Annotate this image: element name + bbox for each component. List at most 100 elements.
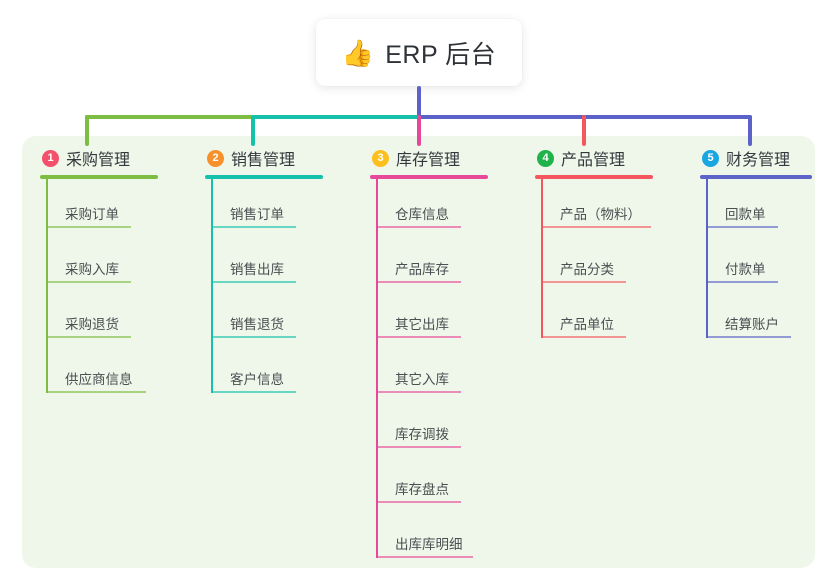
drop-purchase [85, 115, 89, 146]
list-item-rule [211, 281, 296, 283]
list-item[interactable]: 采购退货 [40, 289, 158, 344]
list-item[interactable]: 产品分类 [535, 234, 653, 289]
list-item[interactable]: 产品（物料） [535, 179, 653, 234]
list-item[interactable]: 采购订单 [40, 179, 158, 234]
bus-teal [251, 115, 421, 119]
column-1: 1 采购管理采购订单采购入库采购退货供应商信息 [40, 146, 158, 399]
list-item[interactable]: 回款单 [700, 179, 812, 234]
column-spine-1 [46, 179, 48, 393]
column-rule-1 [40, 175, 158, 179]
column-rule-3 [370, 175, 488, 179]
list-item[interactable]: 付款单 [700, 234, 812, 289]
list-item-label: 库存盘点 [395, 482, 449, 497]
column-4: 4 产品管理产品（物料） 产品分类产品单位 [535, 146, 653, 344]
list-item[interactable]: 销售退货 [205, 289, 323, 344]
list-item-rule [376, 501, 461, 503]
thumbs-up-icon: 👍 [341, 37, 375, 68]
list-item[interactable]: 销售出库 [205, 234, 323, 289]
column-header-1[interactable]: 1 采购管理 [40, 146, 158, 170]
bus-green [85, 115, 253, 119]
list-item[interactable]: 产品库存 [370, 234, 488, 289]
list-item-label: 客户信息 [230, 372, 284, 387]
column-badge-4: 4 [537, 149, 554, 167]
root-node-title: ERP 后台 [385, 40, 497, 69]
list-item-label: 供应商信息 [65, 372, 133, 387]
column-title-3: 库存管理 [396, 152, 461, 169]
column-items-5: 回款单付款单结算账户 [700, 179, 812, 344]
list-item-rule [706, 336, 791, 338]
list-item[interactable]: 其它出库 [370, 289, 488, 344]
list-item-rule [706, 226, 778, 228]
list-item-label: 回款单 [725, 207, 766, 222]
list-item-label: 出库库明细 [395, 537, 463, 552]
list-item-rule [46, 226, 131, 228]
list-item[interactable]: 供应商信息 [40, 344, 158, 399]
list-item-rule [211, 226, 296, 228]
column-title-1: 采购管理 [66, 152, 131, 169]
list-item-rule [376, 556, 473, 558]
list-item-rule [541, 281, 626, 283]
column-badge-1: 1 [42, 149, 59, 167]
column-spine-5 [706, 179, 708, 338]
list-item[interactable]: 库存调拨 [370, 399, 488, 454]
list-item-label: 产品分类 [560, 262, 614, 277]
list-item-rule [46, 336, 131, 338]
list-item-label: 产品（物料） [560, 207, 641, 222]
column-items-4: 产品（物料） 产品分类产品单位 [535, 179, 653, 344]
list-item-label: 仓库信息 [395, 207, 449, 222]
list-item[interactable]: 出库库明细 [370, 509, 488, 564]
column-title-4: 产品管理 [561, 152, 626, 169]
list-item[interactable]: 仓库信息 [370, 179, 488, 234]
column-spine-4 [541, 179, 543, 338]
list-item-label: 结算账户 [725, 317, 779, 332]
list-item-rule [211, 391, 296, 393]
list-item-label: 库存调拨 [395, 427, 449, 442]
list-item-rule [376, 391, 461, 393]
list-item[interactable]: 库存盘点 [370, 454, 488, 509]
list-item-label: 采购订单 [65, 207, 119, 222]
column-badge-5: 5 [702, 149, 719, 167]
column-rule-2 [205, 175, 323, 179]
connector-trunk [417, 86, 421, 117]
list-item-rule [211, 336, 296, 338]
list-item-rule [376, 281, 461, 283]
column-header-4[interactable]: 4 产品管理 [535, 146, 653, 170]
column-badge-2: 2 [207, 149, 224, 167]
column-2: 2 销售管理销售订单销售出库销售退货客户信息 [205, 146, 323, 399]
list-item-label: 销售订单 [230, 207, 284, 222]
list-item[interactable]: 客户信息 [205, 344, 323, 399]
list-item-rule [541, 336, 626, 338]
list-item[interactable]: 结算账户 [700, 289, 812, 344]
drop-inventory [417, 115, 421, 146]
column-rule-4 [535, 175, 653, 179]
drop-finance [748, 115, 752, 146]
list-item-label: 其它出库 [395, 317, 449, 332]
list-item-rule [376, 336, 461, 338]
column-items-3: 仓库信息产品库存其它出库其它入库库存调拨库存盘点出库库明细 [370, 179, 488, 564]
list-item-rule [46, 281, 131, 283]
list-item-label: 产品单位 [560, 317, 614, 332]
list-item[interactable]: 其它入库 [370, 344, 488, 399]
list-item[interactable]: 产品单位 [535, 289, 653, 344]
list-item[interactable]: 销售订单 [205, 179, 323, 234]
column-header-2[interactable]: 2 销售管理 [205, 146, 323, 170]
list-item[interactable]: 采购入库 [40, 234, 158, 289]
list-item-label: 销售退货 [230, 317, 284, 332]
list-item-label: 采购入库 [65, 262, 119, 277]
list-item-rule [46, 391, 146, 393]
list-item-rule [376, 226, 461, 228]
column-rule-5 [700, 175, 812, 179]
list-item-rule [541, 226, 651, 228]
column-spine-3 [376, 179, 378, 558]
list-item-label: 采购退货 [65, 317, 119, 332]
root-node-erp-backend[interactable]: 👍 ERP 后台 [316, 19, 522, 86]
column-spine-2 [211, 179, 213, 393]
diagram-panel [22, 136, 815, 568]
drop-product [582, 115, 586, 146]
list-item-label: 产品库存 [395, 262, 449, 277]
column-title-2: 销售管理 [231, 152, 296, 169]
